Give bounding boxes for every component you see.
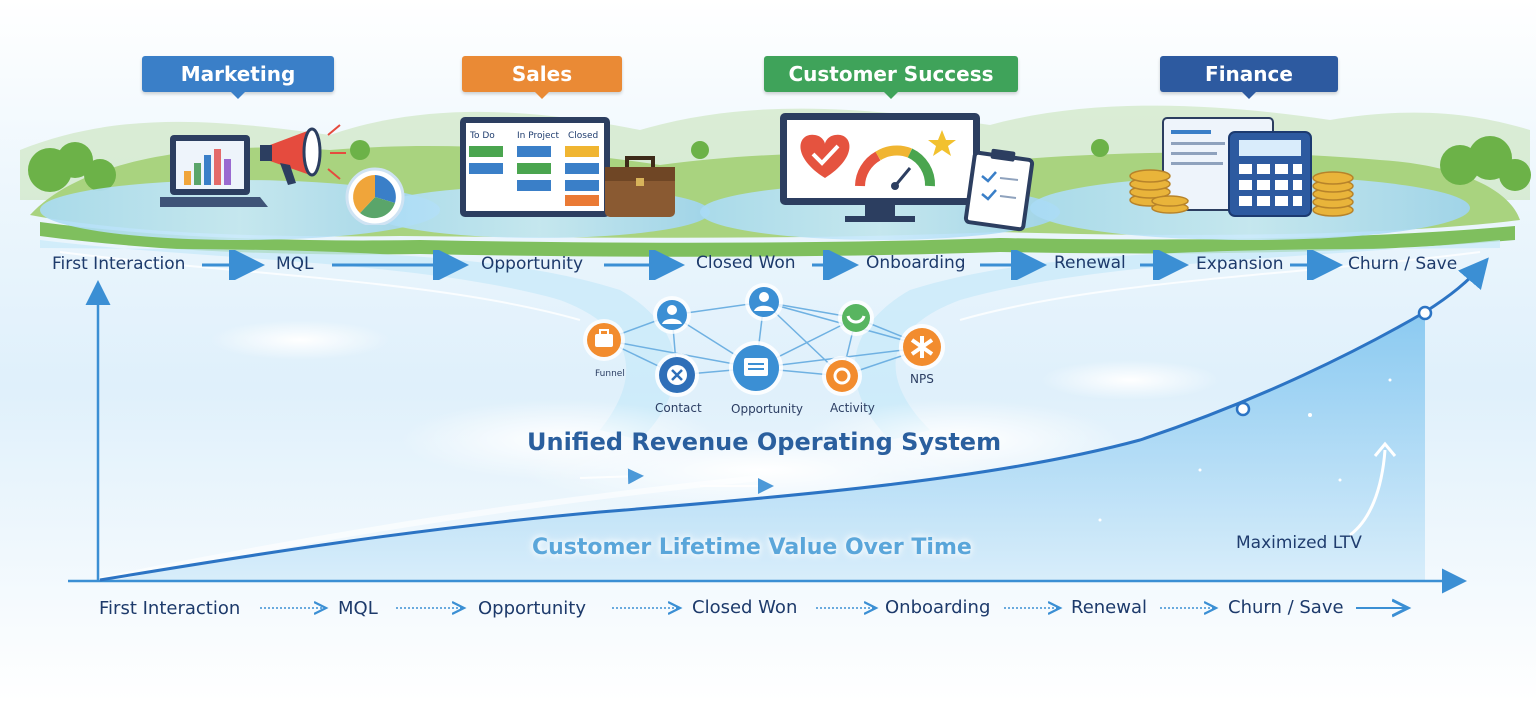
coins-icon [1129,169,1354,217]
maximized-ltv-label: Maximized LTV [1236,533,1362,553]
sales-header: Sales [462,56,622,92]
user-icon [653,296,691,334]
top-stage-renewal: Renewal [1054,253,1126,273]
entity-activity-label: Activity [830,401,875,415]
system-title: Unified Revenue Operating System [527,428,1002,456]
top-stage-opportunity: Opportunity [481,254,584,274]
list-node-icon [729,341,783,395]
kanban-board-icon [460,117,610,217]
bottom-stage-closed-won: Closed Won [692,597,798,618]
bottom-stage-renewal: Renewal [1071,597,1148,618]
entity-funnel-label: Funnel [595,369,625,379]
sales-illustration [460,117,675,217]
entity-opportunity-label: Opportunity [731,402,804,416]
top-stage-mql: MQL [276,254,314,274]
bottom-stage-churn-save: Churn / Save [1228,597,1344,618]
megaphone-icon [260,124,346,185]
entity-nps-label: NPS [910,372,934,386]
kanban-column-todo: To Do [470,131,495,141]
top-stage-expansion: Expansion [1196,254,1284,274]
kanban-column-in-project: In Project [517,131,560,141]
customer-success-header: Customer Success [764,56,1018,92]
bottom-stage-opportunity: Opportunity [478,598,587,619]
top-stage-first-interaction: First Interaction [52,254,186,274]
ltv-title: Customer Lifetime Value Over Time [532,535,972,560]
customer-success-illustration [780,113,1035,232]
bottom-stage-onboarding: Onboarding [885,597,991,618]
user-icon-2 [745,283,783,321]
briefcase-node-icon [583,319,625,361]
bottom-stage-mql: MQL [338,598,378,619]
kanban-column-closed: Closed [568,131,599,141]
header-pointers [231,92,1256,99]
green-node-icon [838,300,874,336]
top-flow-arrows [202,250,1343,280]
bottom-flow-arrows [260,595,1536,621]
bottom-stage-first-interaction: First Interaction [99,598,241,619]
laptop-chart-icon [160,135,268,207]
nps-icon [899,324,945,370]
clipboard-icon [963,148,1035,232]
star-icon [928,130,956,156]
finance-illustration [1129,117,1354,217]
briefcase-icon [605,156,675,217]
top-stage-churn-save: Churn / Save [1348,254,1458,274]
heart-check-icon [800,134,850,178]
gauge-icon [855,145,935,190]
marketing-illustration [160,124,405,225]
top-stage-closed-won: Closed Won [696,253,796,273]
pie-chart-icon [345,167,405,225]
marketing-header: Marketing [142,56,334,92]
entity-network [583,283,945,397]
close-node-icon [655,353,699,397]
top-stage-onboarding: Onboarding [866,253,966,273]
entity-contact-label: Contact [655,401,702,415]
gear-icon [822,356,862,396]
calculator-icon [1228,131,1312,217]
finance-header: Finance [1160,56,1338,92]
